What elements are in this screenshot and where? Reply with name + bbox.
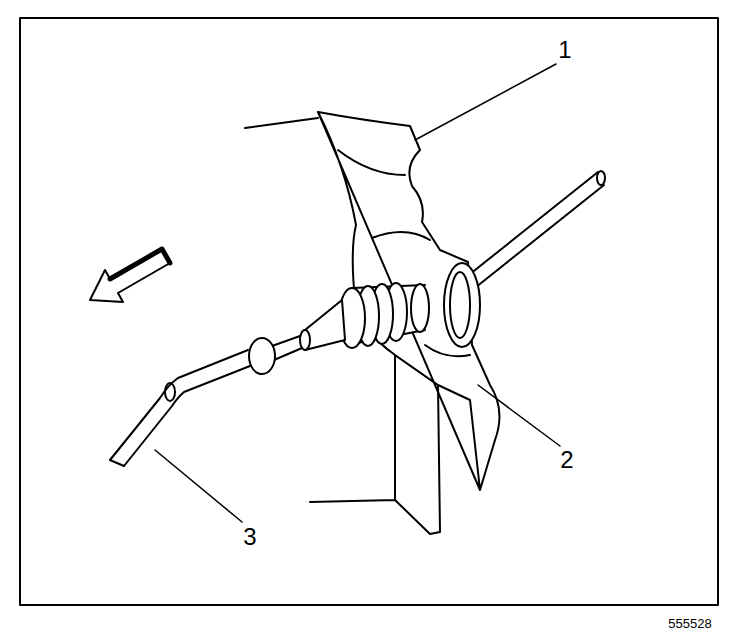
cable-sleeve [249,338,275,374]
arrow-shadow [110,249,170,279]
retainer-disc [444,263,480,347]
rod-end [597,171,605,185]
cable [272,336,300,346]
cable [124,366,250,466]
bracket-bend [372,232,430,240]
grommet-body [352,285,425,288]
bracket-plate [310,355,440,534]
cable [110,350,248,460]
bracket-edge [245,118,318,128]
cable-fitting [305,300,345,350]
callout-number: 3 [243,525,256,549]
callout-number: 2 [560,448,573,472]
direction-arrow [90,249,170,302]
callout-number: 1 [558,38,571,62]
leader-line [155,450,242,522]
leader-line [415,64,556,140]
retainer-disc [450,272,470,338]
cable-fitting [300,330,310,350]
cable-end [165,383,175,401]
bracket [318,112,499,490]
cable [274,348,302,360]
leader-line [478,385,560,446]
cable-end [110,460,124,466]
grommet-ring [411,284,429,332]
figure-number: 555528 [668,617,711,630]
frame [20,18,718,605]
bracket-bend [338,150,405,175]
